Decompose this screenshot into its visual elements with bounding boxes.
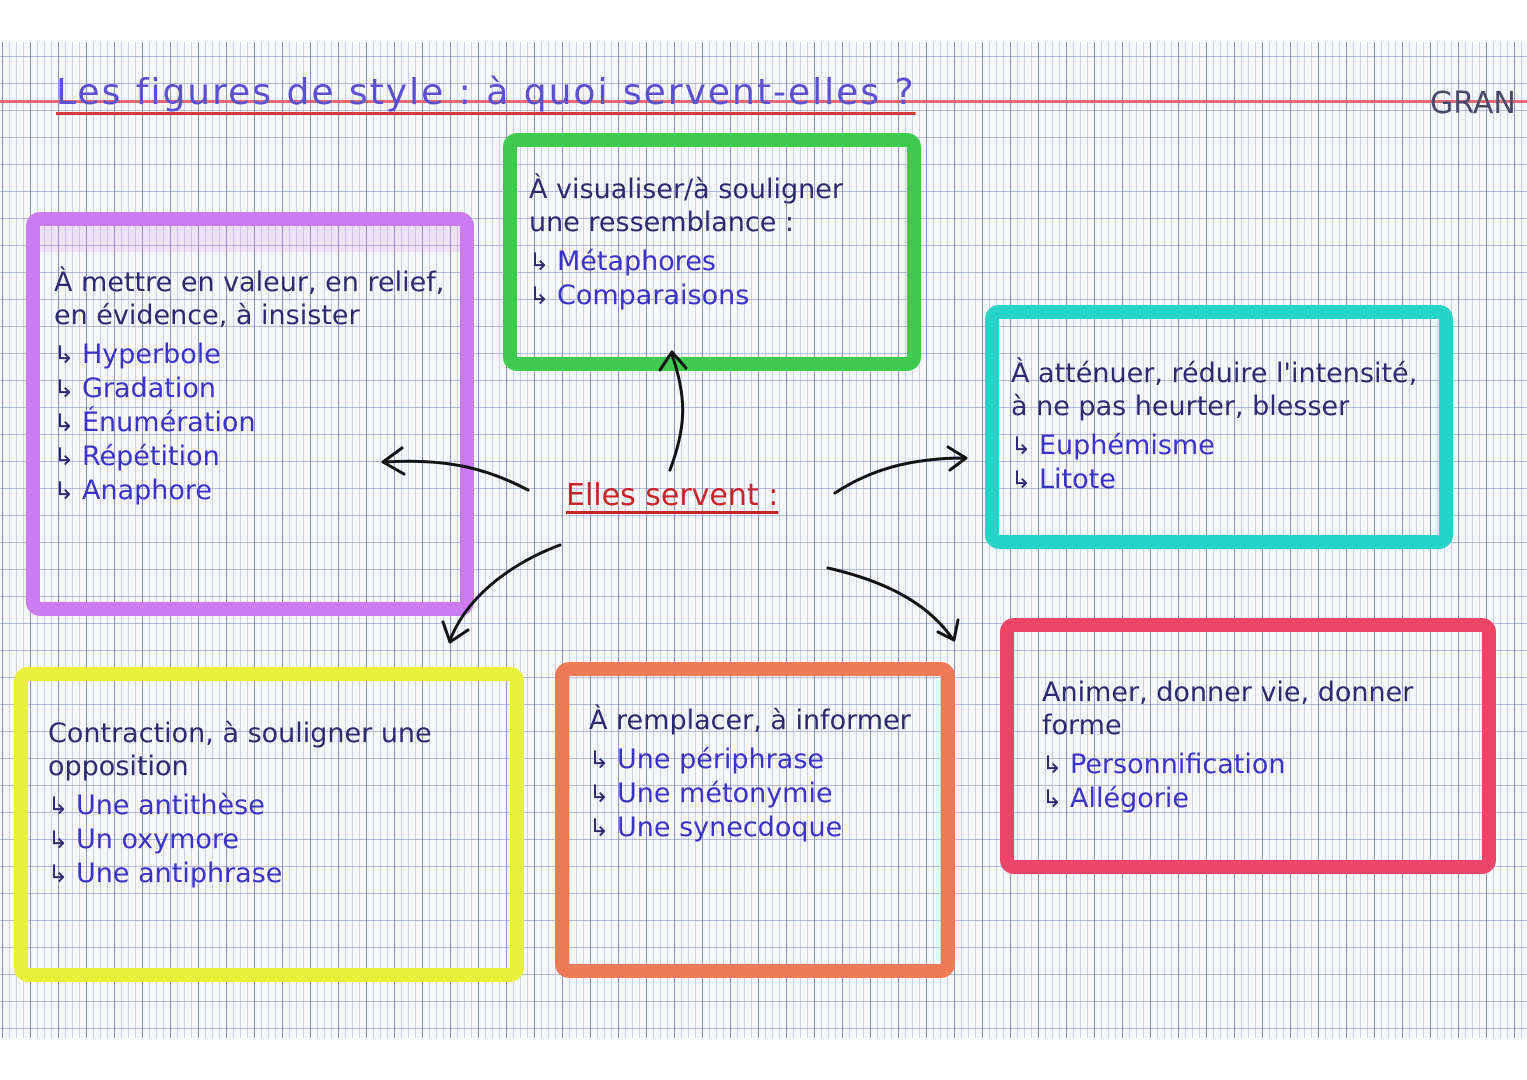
highlighter-smudge <box>40 226 460 252</box>
list-item: ↳Répétition <box>54 440 448 474</box>
list-item: ↳Hyperbole <box>54 338 448 372</box>
list-item: ↳Une périphrase <box>589 743 929 777</box>
figure-list: ↳Une antithèse ↳Un oxymore ↳Une antiphra… <box>48 789 498 891</box>
hook-arrow-icon: ↳ <box>589 780 610 808</box>
page-title: Les figures de style : à quoi servent-el… <box>56 72 916 113</box>
box-heading: Animer, donner vie, donner forme <box>1042 677 1414 741</box>
figure-list: ↳Une périphrase ↳Une métonymie ↳Une syne… <box>589 743 929 845</box>
arrow-to-red <box>826 566 960 642</box>
figure-name: Anaphore <box>82 475 213 506</box>
list-item: ↳Allégorie <box>1042 782 1470 816</box>
hook-arrow-icon: ↳ <box>1042 751 1063 779</box>
list-item: ↳Une métonymie <box>589 777 929 811</box>
arrow-to-green <box>658 350 688 472</box>
hook-arrow-icon: ↳ <box>589 814 610 842</box>
hook-arrow-icon: ↳ <box>589 746 610 774</box>
hook-arrow-icon: ↳ <box>48 826 69 854</box>
corner-text: GRAN <box>1430 86 1516 121</box>
arrow-to-yellow <box>441 543 562 644</box>
hook-arrow-icon: ↳ <box>529 282 550 310</box>
list-item: ↳Anaphore <box>54 474 448 508</box>
figure-list: ↳Métaphores ↳Comparaisons <box>529 245 895 313</box>
box-attenuation: À atténuer, réduire l'intensité, à ne pa… <box>985 305 1453 549</box>
figure-name: Une périphrase <box>617 744 824 775</box>
figure-name: Gradation <box>82 373 216 404</box>
figure-list: ↳Euphémisme ↳Litote <box>1011 429 1427 497</box>
list-item: ↳Gradation <box>54 372 448 406</box>
box-heading: À mettre en valeur, en relief, en éviden… <box>54 267 445 331</box>
hook-arrow-icon: ↳ <box>54 443 75 471</box>
figure-name: Personnification <box>1070 749 1286 780</box>
list-item: ↳Euphémisme <box>1011 429 1427 463</box>
figure-name: Métaphores <box>557 246 716 277</box>
list-item: ↳Litote <box>1011 463 1427 497</box>
list-item: ↳Métaphores <box>529 245 895 279</box>
box-mise-en-valeur: À mettre en valeur, en relief, en éviden… <box>26 212 474 616</box>
figure-name: Une métonymie <box>617 778 833 809</box>
figure-list: ↳Hyperbole ↳Gradation ↳Énumération ↳Répé… <box>54 338 448 508</box>
figure-list: ↳Personnification ↳Allégorie <box>1042 748 1470 816</box>
box-heading: Contraction, à souligner une opposition <box>48 718 432 782</box>
hook-arrow-icon: ↳ <box>1042 785 1063 813</box>
list-item: ↳Une antiphrase <box>48 857 498 891</box>
box-animation: Animer, donner vie, donner forme ↳Person… <box>1000 618 1496 874</box>
hook-arrow-icon: ↳ <box>1011 432 1032 460</box>
hook-arrow-icon: ↳ <box>529 248 550 276</box>
box-opposition: Contraction, à souligner une opposition … <box>14 667 524 982</box>
box-remplacement: À remplacer, à informer ↳Une périphrase … <box>555 662 955 978</box>
figure-name: Répétition <box>82 441 220 472</box>
figure-name: Une antithèse <box>76 790 265 821</box>
figure-name: Hyperbole <box>82 339 221 370</box>
hook-arrow-icon: ↳ <box>1011 466 1032 494</box>
box-heading: À visualiser/à souligner une ressemblanc… <box>529 174 843 238</box>
hook-arrow-icon: ↳ <box>48 860 69 888</box>
list-item: ↳Énumération <box>54 406 448 440</box>
hook-arrow-icon: ↳ <box>54 409 75 437</box>
list-item: ↳Une synecdoque <box>589 811 929 845</box>
figure-name: Une synecdoque <box>617 812 843 843</box>
box-ressemblance: À visualiser/à souligner une ressemblanc… <box>503 133 921 371</box>
red-margin-line <box>0 100 1527 103</box>
center-label: Elles servent : <box>566 478 779 513</box>
arrow-to-purple <box>381 446 530 492</box>
hook-arrow-icon: ↳ <box>54 341 75 369</box>
list-item: ↳Personnification <box>1042 748 1470 782</box>
hook-arrow-icon: ↳ <box>54 375 75 403</box>
list-item: ↳Une antithèse <box>48 789 498 823</box>
hook-arrow-icon: ↳ <box>48 792 69 820</box>
figure-name: Euphémisme <box>1039 430 1215 461</box>
arrow-to-cyan <box>833 445 968 495</box>
figure-name: Énumération <box>82 407 256 438</box>
figure-name: Un oxymore <box>76 824 240 855</box>
box-heading: À atténuer, réduire l'intensité, à ne pa… <box>1011 358 1418 422</box>
figure-name: Comparaisons <box>557 280 750 311</box>
figure-name: Litote <box>1039 464 1116 495</box>
box-heading: À remplacer, à informer <box>589 705 911 736</box>
hook-arrow-icon: ↳ <box>54 477 75 505</box>
list-item: ↳Un oxymore <box>48 823 498 857</box>
figure-name: Une antiphrase <box>76 858 283 889</box>
figure-name: Allégorie <box>1070 783 1189 814</box>
list-item: ↳Comparaisons <box>529 279 895 313</box>
